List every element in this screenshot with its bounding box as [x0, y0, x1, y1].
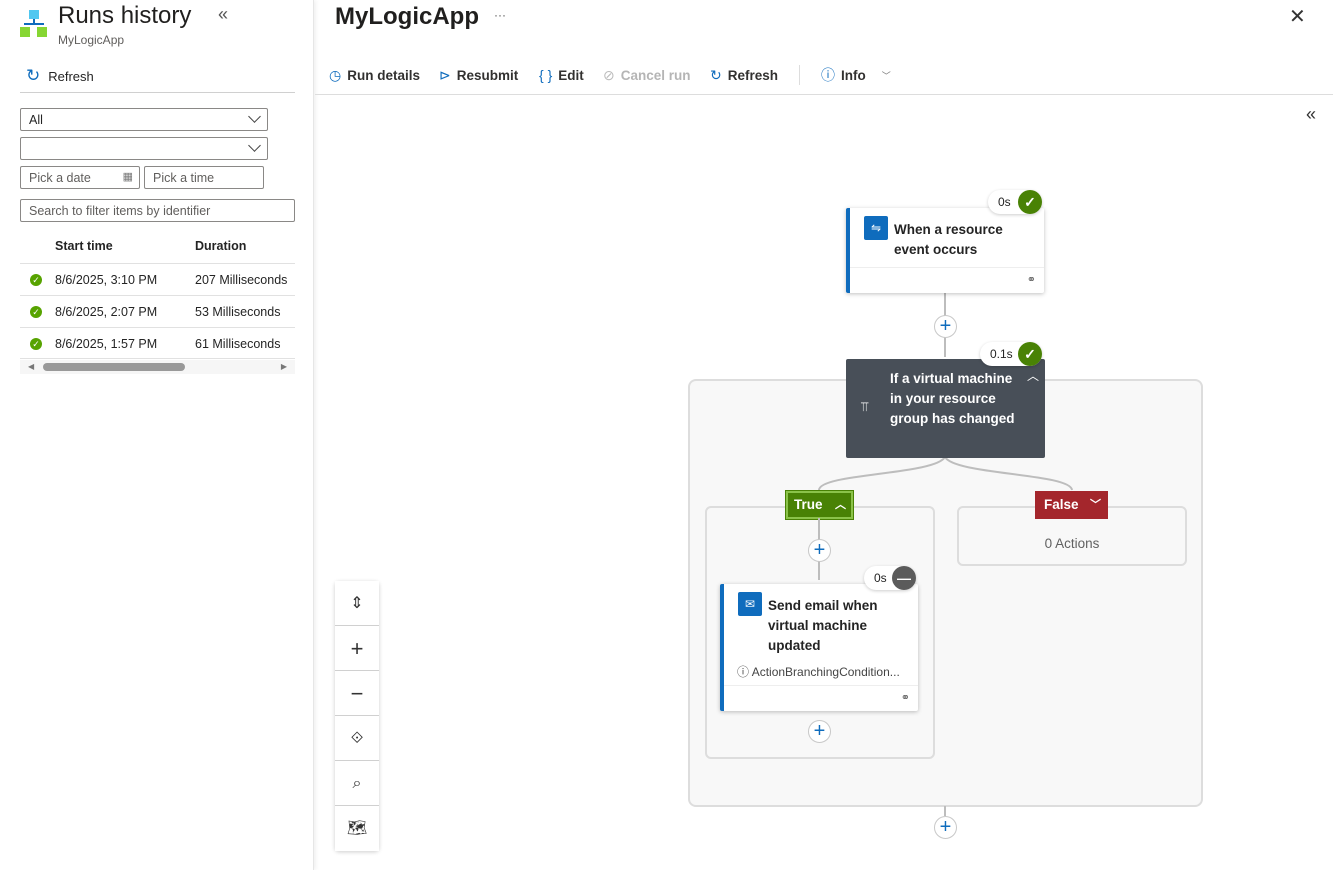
- outlook-icon: ✉: [738, 592, 762, 616]
- action-status-badge: 0s—: [864, 566, 916, 590]
- false-actions-count: 0 Actions: [1044, 536, 1100, 551]
- success-icon: ✓: [30, 306, 42, 318]
- braces-icon: { }: [539, 67, 553, 83]
- info-icon: ⓘ: [821, 67, 835, 83]
- refresh-button[interactable]: ↻ Refresh: [26, 66, 94, 85]
- zoom-out-button[interactable]: −: [335, 671, 379, 716]
- column-header-duration[interactable]: Duration: [195, 239, 247, 253]
- runs-history-panel: Runs history « MyLogicApp ↻ Refresh All …: [0, 0, 314, 870]
- app-title: MyLogicApp: [335, 3, 479, 30]
- action-message: ⓘ ActionBranchingCondition...: [737, 665, 900, 679]
- event-grid-icon: ⇋: [864, 216, 888, 240]
- fit-view-button[interactable]: ⟐: [335, 716, 379, 761]
- panel-title: Runs history: [58, 2, 192, 29]
- logic-app-icon: [20, 10, 48, 38]
- skipped-icon: —: [892, 566, 916, 590]
- chevron-down-icon: ﹀: [881, 70, 891, 81]
- refresh-icon: ↻: [26, 66, 41, 85]
- add-step-button[interactable]: +: [934, 315, 957, 338]
- chevron-up-icon: ︿: [835, 499, 846, 511]
- branch-connectors: [818, 456, 1073, 491]
- add-step-button[interactable]: +: [934, 816, 957, 839]
- toolbar-divider: [315, 94, 1333, 95]
- minimap-button[interactable]: 🗺: [335, 806, 379, 851]
- scrollbar-thumb[interactable]: [43, 363, 185, 371]
- cancel-run-button: ⊘Cancel run: [603, 66, 691, 83]
- search-input[interactable]: Search to filter items by identifier: [20, 199, 295, 222]
- collapse-canvas-icon[interactable]: «: [1306, 104, 1317, 124]
- success-icon: ✓: [1018, 342, 1042, 366]
- collapse-chevron-icon[interactable]: ︿: [1027, 369, 1040, 383]
- chevron-down-icon: ﹀: [1090, 499, 1101, 511]
- success-icon: ✓: [30, 274, 42, 286]
- add-step-button[interactable]: +: [808, 720, 831, 743]
- secondary-filter-dropdown[interactable]: [20, 137, 268, 160]
- history-icon: ◷: [329, 66, 342, 83]
- link-icon: ⚭: [1026, 274, 1036, 286]
- horizontal-scrollbar[interactable]: ◀ ▶: [20, 360, 295, 374]
- status-filter-dropdown[interactable]: All: [20, 108, 268, 131]
- add-step-button[interactable]: +: [808, 539, 831, 562]
- false-branch-label[interactable]: False﹀: [1035, 491, 1108, 519]
- zoom-in-button[interactable]: +: [335, 626, 379, 671]
- success-icon: ✓: [1018, 190, 1042, 214]
- success-icon: ✓: [30, 338, 42, 350]
- fit-vertical-button[interactable]: ⇕: [335, 581, 379, 626]
- refresh-icon: ↻: [710, 66, 722, 83]
- column-header-start-time[interactable]: Start time: [55, 239, 113, 253]
- info-icon: ⓘ: [737, 665, 752, 679]
- refresh-run-button[interactable]: ↻Refresh: [710, 66, 779, 83]
- trigger-status-badge: 0s✓: [988, 190, 1042, 214]
- run-details-button[interactable]: ◷Run details: [329, 66, 420, 83]
- collapse-panel-icon[interactable]: «: [218, 4, 229, 24]
- search-button[interactable]: ⌕: [335, 761, 379, 806]
- date-picker[interactable]: Pick a date▦: [20, 166, 140, 189]
- true-branch-label[interactable]: True︿: [785, 490, 854, 520]
- chevron-down-icon: [248, 110, 261, 123]
- close-button[interactable]: ✕: [1289, 6, 1306, 28]
- send-email-card[interactable]: ✉ Send email when virtual machine update…: [720, 584, 918, 711]
- edit-button[interactable]: { }Edit: [539, 67, 584, 83]
- condition-card[interactable]: ⫪ If a virtual machine in your resource …: [846, 359, 1045, 458]
- link-icon: ⚭: [900, 692, 910, 704]
- condition-status-badge: 0.1s✓: [980, 342, 1042, 366]
- calendar-icon: ▦: [122, 171, 133, 183]
- trigger-card[interactable]: ⇋ When a resource event occurs ⚭: [846, 208, 1044, 293]
- chevron-down-icon: [248, 139, 261, 152]
- toolbar-divider: [799, 65, 800, 85]
- panel-subtitle: MyLogicApp: [58, 33, 125, 47]
- resubmit-button[interactable]: ⊳Resubmit: [439, 66, 519, 83]
- more-options-button[interactable]: ···: [494, 8, 506, 22]
- condition-icon: ⫪: [861, 399, 869, 414]
- resubmit-icon: ⊳: [439, 66, 451, 83]
- divider: [20, 92, 295, 93]
- time-picker[interactable]: Pick a time: [144, 166, 264, 189]
- cancel-icon: ⊘: [603, 66, 615, 83]
